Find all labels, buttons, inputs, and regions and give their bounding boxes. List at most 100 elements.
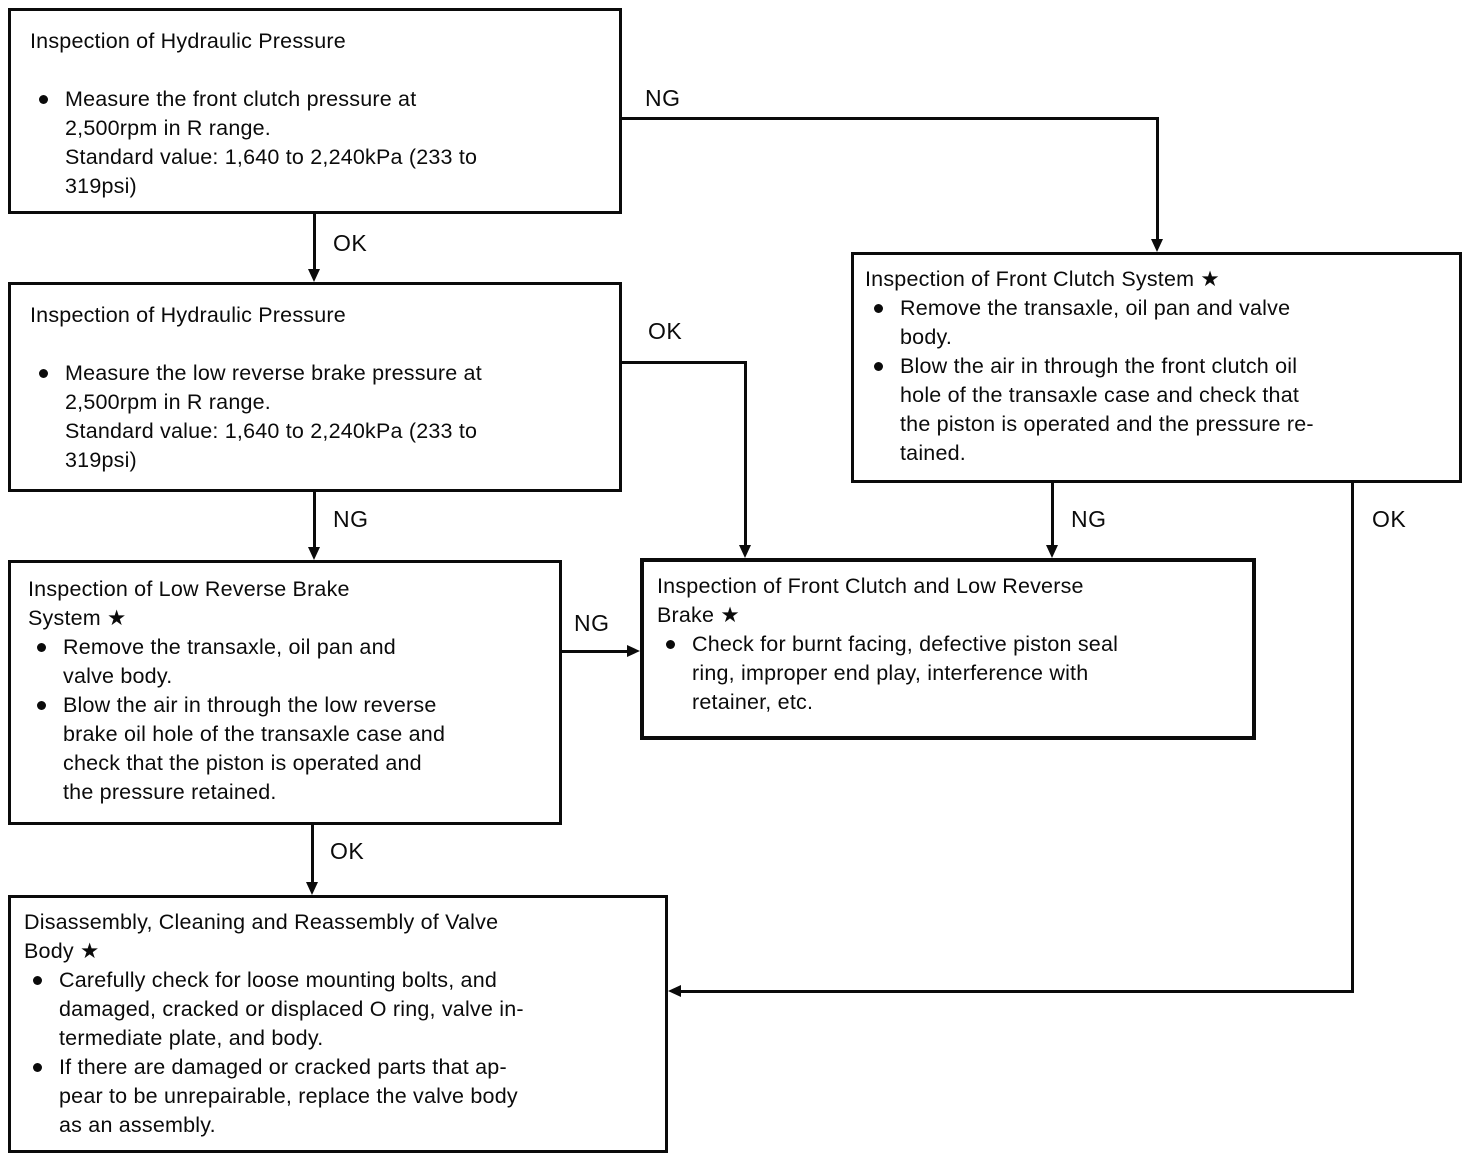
bullet-icon <box>39 95 48 104</box>
bullet-line: as an assembly. <box>59 1113 216 1137</box>
flow-line <box>562 650 628 653</box>
bullet-line: 2,500rpm in R range. <box>65 390 271 414</box>
arrow-down-icon <box>306 882 318 895</box>
bullet-list: Measure the front clutch pressure at 2,5… <box>30 85 605 201</box>
arrow-down-icon <box>1046 545 1058 558</box>
bullet-line: Check for burnt facing, defective piston… <box>692 632 1119 656</box>
bullet-icon <box>874 362 883 371</box>
bullet-line: body. <box>900 325 952 349</box>
bullet-item: Remove the transaxle, oil pan and valve … <box>865 294 1451 352</box>
connector-label: NG <box>333 506 369 532</box>
bullet-text: If there are damaged or cracked parts th… <box>59 1053 518 1140</box>
bullet-item: Blow the air in through the low reverse … <box>28 691 549 807</box>
box-title: Inspection of Low Reverse Brake <box>28 577 350 601</box>
box-title: Brake ★ <box>657 603 740 627</box>
bullet-item: Check for burnt facing, defective piston… <box>657 630 1244 717</box>
bullet-line: retainer, etc. <box>692 690 814 714</box>
bullet-text: Measure the front clutch pressure at 2,5… <box>65 85 477 201</box>
bullet-line: termediate plate, and body. <box>59 1026 324 1050</box>
arrow-down-icon <box>1151 239 1163 252</box>
bullet-line: Standard value: 1,640 to 2,240kPa (233 t… <box>65 145 478 169</box>
flow-line <box>622 361 747 364</box>
bullet-line: ring, improper end play, interference wi… <box>692 661 1089 685</box>
arrow-right-icon <box>627 645 640 657</box>
box-valve-body: Disassembly, Cleaning and Reassembly of … <box>8 895 668 1153</box>
arrow-down-icon <box>308 269 320 282</box>
box-front-clutch-and-low-reverse-brake: Inspection of Front Clutch and Low Rever… <box>640 558 1256 740</box>
flow-line <box>313 214 316 272</box>
bullet-text: Check for burnt facing, defective piston… <box>692 630 1118 717</box>
bullet-line: brake oil hole of the transaxle case and <box>63 722 446 746</box>
bullet-text: Remove the transaxle, oil pan and valve … <box>63 633 396 691</box>
bullet-line: the piston is operated and the pressure … <box>900 412 1314 436</box>
bullet-icon <box>666 640 675 649</box>
flow-line <box>313 492 316 547</box>
bullet-item: Blow the air in through the front clutch… <box>865 352 1451 468</box>
bullet-list: Check for burnt facing, defective piston… <box>657 630 1244 717</box>
bullet-item: If there are damaged or cracked parts th… <box>24 1053 657 1140</box>
bullet-item: Measure the front clutch pressure at 2,5… <box>30 85 605 201</box>
bullet-icon <box>33 976 42 985</box>
flow-line <box>1351 483 1354 993</box>
bullet-line: tained. <box>900 441 966 465</box>
flow-line <box>678 990 1354 993</box>
bullet-item: Remove the transaxle, oil pan and valve … <box>28 633 549 691</box>
bullet-icon <box>37 701 46 710</box>
bullet-icon <box>874 304 883 313</box>
bullet-line: hole of the transaxle case and check tha… <box>900 383 1300 407</box>
box-hydraulic-pressure-front-clutch: Inspection of Hydraulic Pressure Measure… <box>8 8 622 214</box>
box-title: Inspection of Hydraulic Pressure <box>30 303 346 327</box>
bullet-text: Remove the transaxle, oil pan and valve … <box>900 294 1290 352</box>
bullet-line: Remove the transaxle, oil pan and valve <box>900 296 1291 320</box>
bullet-list: Carefully check for loose mounting bolts… <box>24 966 657 1140</box>
arrow-down-icon <box>739 545 751 558</box>
bullet-line: Blow the air in through the front clutch… <box>900 354 1298 378</box>
connector-label: OK <box>333 230 368 256</box>
flow-line <box>622 117 1159 120</box>
bullet-line: Measure the front clutch pressure at <box>65 87 417 111</box>
bullet-line: 319psi) <box>65 448 137 472</box>
bullet-line: 319psi) <box>65 174 137 198</box>
box-title: Inspection of Front Clutch and Low Rever… <box>657 574 1084 598</box>
flow-line <box>1156 117 1159 242</box>
arrow-down-icon <box>308 547 320 560</box>
bullet-text: Measure the low reverse brake pressure a… <box>65 359 482 475</box>
flow-line <box>744 361 747 548</box>
box-title: Body ★ <box>24 939 100 963</box>
flow-line <box>311 825 314 883</box>
connector-label: NG <box>574 610 610 636</box>
bullet-line: If there are damaged or cracked parts th… <box>59 1055 507 1079</box>
connector-label: OK <box>1372 506 1407 532</box>
connector-label: OK <box>330 838 365 864</box>
bullet-line: Measure the low reverse brake pressure a… <box>65 361 482 385</box>
bullet-list: Measure the low reverse brake pressure a… <box>30 359 605 475</box>
bullet-line: check that the piston is operated and <box>63 751 422 775</box>
bullet-list: Remove the transaxle, oil pan and valve … <box>865 294 1451 468</box>
bullet-line: Blow the air in through the low reverse <box>63 693 437 717</box>
bullet-text: Blow the air in through the front clutch… <box>900 352 1314 468</box>
bullet-line: Carefully check for loose mounting bolts… <box>59 968 498 992</box>
box-hydraulic-pressure-low-reverse-brake: Inspection of Hydraulic Pressure Measure… <box>8 282 622 492</box>
bullet-item: Measure the low reverse brake pressure a… <box>30 359 605 475</box>
bullet-line: pear to be unrepairable, replace the val… <box>59 1084 518 1108</box>
connector-label: NG <box>1071 506 1107 532</box>
bullet-line: the pressure retained. <box>63 780 277 804</box>
connector-label: OK <box>648 318 683 344</box>
box-title: Inspection of Front Clutch System ★ <box>865 267 1220 291</box>
arrow-left-icon <box>668 985 681 997</box>
bullet-icon <box>37 643 46 652</box>
bullet-line: valve body. <box>63 664 173 688</box>
bullet-line: damaged, cracked or displaced O ring, va… <box>59 997 524 1021</box>
bullet-line: 2,500rpm in R range. <box>65 116 271 140</box>
box-front-clutch-system: Inspection of Front Clutch System ★ Remo… <box>851 252 1462 483</box>
bullet-list: Remove the transaxle, oil pan and valve … <box>28 633 549 807</box>
box-low-reverse-brake-system: Inspection of Low Reverse Brake System ★… <box>8 560 562 825</box>
box-title: Inspection of Hydraulic Pressure <box>30 29 346 53</box>
bullet-text: Blow the air in through the low reverse … <box>63 691 445 807</box>
bullet-icon <box>39 369 48 378</box>
connector-label: NG <box>645 85 681 111</box>
box-title: System ★ <box>28 606 127 630</box>
bullet-line: Standard value: 1,640 to 2,240kPa (233 t… <box>65 419 478 443</box>
bullet-line: Remove the transaxle, oil pan and <box>63 635 396 659</box>
